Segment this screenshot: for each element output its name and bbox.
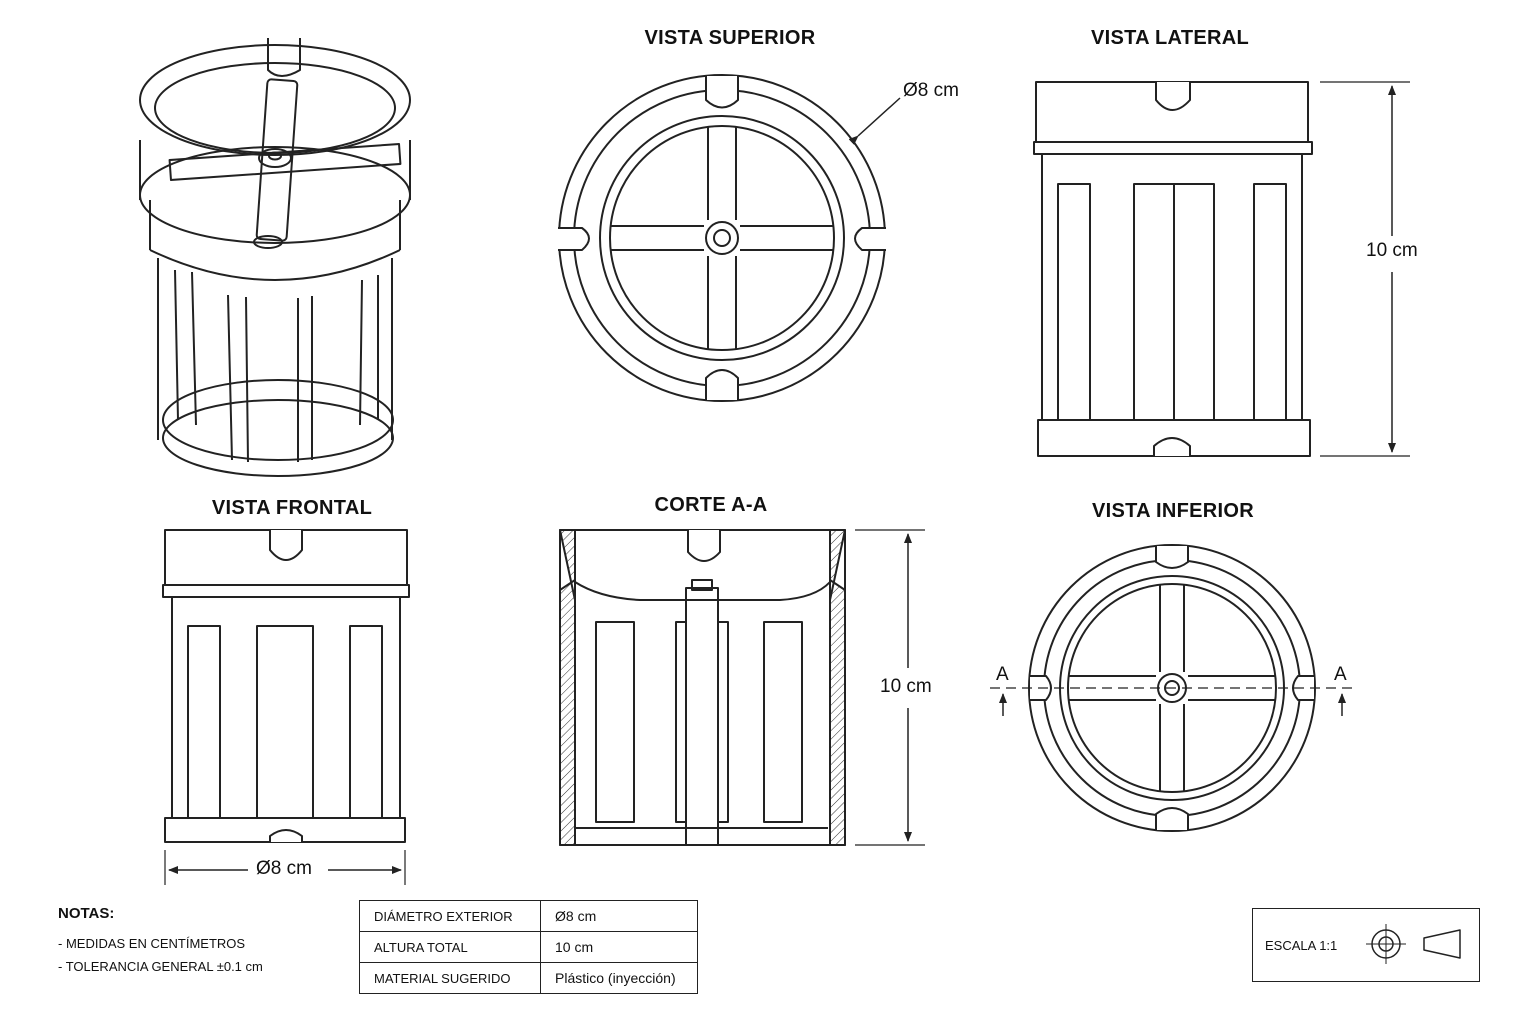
spec-value: Ø8 cm: [540, 900, 698, 932]
scale-box: ESCALA 1:1: [1252, 908, 1480, 982]
spec-table: DIÁMETRO EXTERIOR Ø8 cm ALTURA TOTAL 10 …: [359, 900, 698, 994]
isometric-view: [139, 38, 411, 477]
note-item: - MEDIDAS EN CENTÍMETROS: [58, 936, 246, 951]
section-view-drawing: [559, 529, 925, 846]
spec-value: 10 cm: [540, 931, 698, 963]
scale-label: ESCALA 1:1: [1265, 938, 1338, 953]
section-mark-left: A: [996, 664, 1009, 685]
table-row: ALTURA TOTAL 10 cm: [359, 931, 698, 963]
spec-label: ALTURA TOTAL: [359, 931, 541, 963]
notes-block: NOTAS: - MEDIDAS EN CENTÍMETROS - TOLERA…: [58, 905, 263, 982]
dimension-diameter-front: Ø8 cm: [256, 858, 312, 879]
spec-label: MATERIAL SUGERIDO: [359, 962, 541, 994]
spec-label: DIÁMETRO EXTERIOR: [359, 900, 541, 932]
section-mark-right: A: [1334, 664, 1347, 685]
view-title-inferior: VISTA INFERIOR: [1092, 500, 1254, 522]
dimension-diameter-top: Ø8 cm: [903, 80, 959, 101]
side-view-drawing: [1033, 81, 1410, 457]
note-item: - TOLERANCIA GENERAL ±0.1 cm: [58, 959, 263, 974]
top-view-drawing: [558, 74, 901, 402]
dimension-height-section: 10 cm: [880, 676, 932, 697]
view-title-frontal: VISTA FRONTAL: [211, 497, 373, 519]
table-row: DIÁMETRO EXTERIOR Ø8 cm: [359, 900, 698, 932]
dimension-height-lateral: 10 cm: [1366, 240, 1418, 261]
view-title-lateral: VISTA LATERAL: [1091, 27, 1249, 49]
notes-heading: NOTAS:: [58, 905, 115, 922]
front-view-drawing: [162, 529, 410, 885]
spec-value: Plástico (inyección): [540, 962, 698, 994]
view-title-corte: CORTE A-A: [654, 494, 768, 516]
bottom-view-drawing: [990, 544, 1355, 832]
table-row: MATERIAL SUGERIDO Plástico (inyección): [359, 962, 698, 994]
projection-symbol: [1366, 924, 1461, 964]
view-title-superior: VISTA SUPERIOR: [644, 27, 816, 49]
